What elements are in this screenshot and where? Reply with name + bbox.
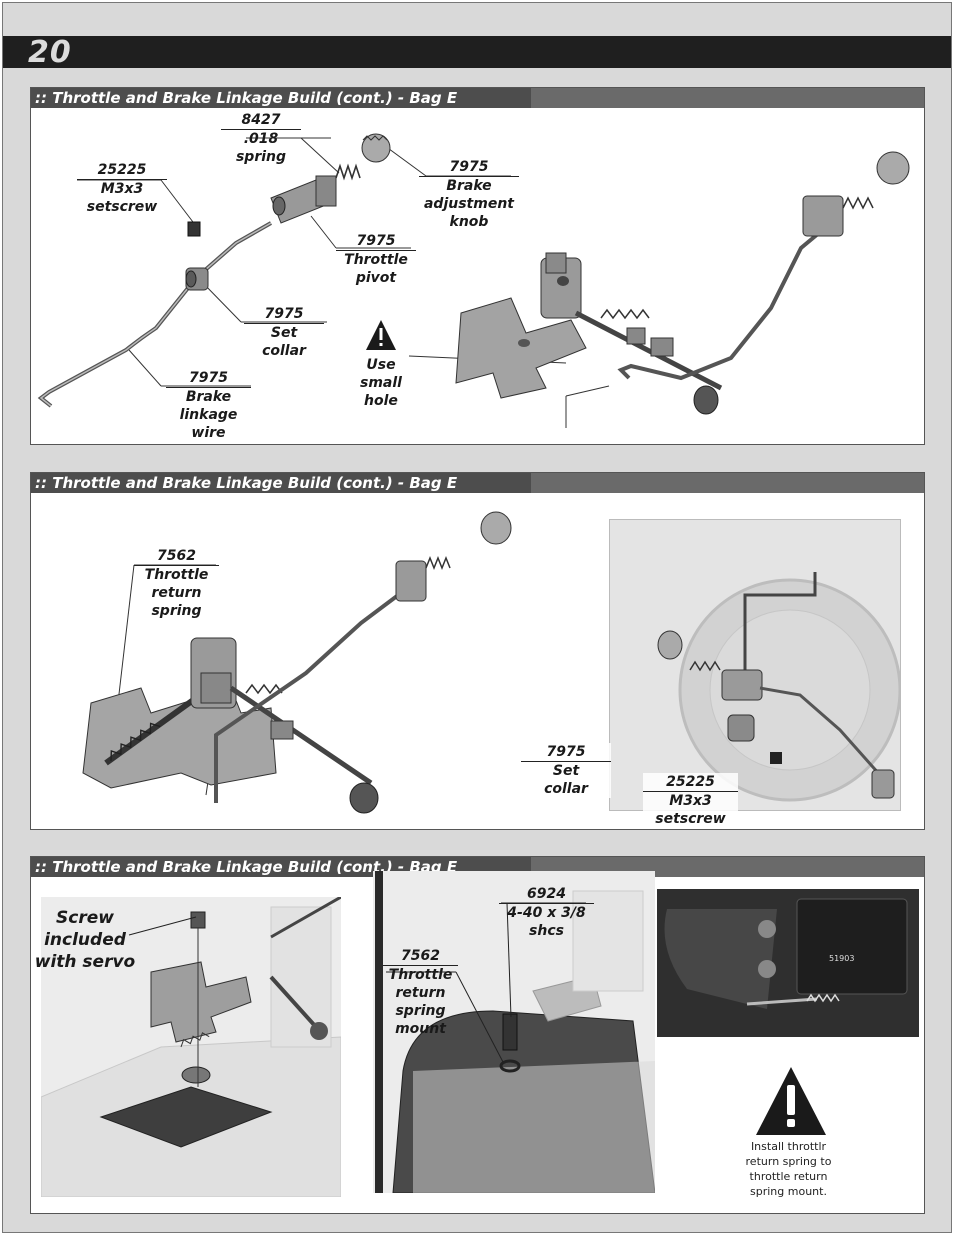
label-set-collar-2: 7975 Set collar — [521, 743, 611, 798]
page-header-bar — [3, 36, 951, 68]
warning-icon — [756, 1067, 826, 1135]
page-number: 20 — [28, 35, 72, 70]
label-shcs: 6924 4-40 x 3/8 shcs — [499, 885, 594, 940]
section-1-title: :: Throttle and Brake Linkage Build (con… — [35, 89, 458, 107]
spring-mount-render — [373, 871, 656, 1194]
install-note: Install throttlr return spring to thrott… — [745, 1140, 832, 1198]
servo-photo: 51903 — [657, 889, 919, 1037]
label-brake-adjustment-knob: 7975 Brake adjustment knob — [419, 158, 519, 231]
label-spring-mount: 7562 Throttle return spring mount — [383, 947, 458, 1038]
section-3-title-bar: :: Throttle and Brake Linkage Build (con… — [31, 857, 924, 877]
section-2-title: :: Throttle and Brake Linkage Build (con… — [35, 474, 458, 492]
servo-brand-text: 51903 — [829, 954, 854, 963]
label-setscrew-2: 25225 M3x3 setscrew — [643, 773, 738, 828]
servo-install-render — [40, 895, 342, 1198]
brake-linkage-exploded-illustration — [37, 133, 910, 428]
label-brake-linkage-wire: 7975 Brake linkage wire — [166, 369, 251, 442]
section-3-title: :: Throttle and Brake Linkage Build (con… — [35, 858, 458, 876]
section-1-panel: :: Throttle and Brake Linkage Build (con… — [30, 87, 925, 445]
label-use-small-hole: Use small hole — [360, 357, 402, 409]
label-spring: 8427 .018 spring — [221, 111, 301, 166]
warning-icon — [366, 320, 396, 350]
label-screw-included: Screw included with servo — [34, 908, 136, 972]
return-spring-illustration — [82, 511, 512, 814]
section-2-title-bar: :: Throttle and Brake Linkage Build (con… — [31, 473, 924, 493]
section-1-title-bar: :: Throttle and Brake Linkage Build (con… — [31, 88, 924, 108]
label-set-collar: 7975 Set collar — [244, 305, 324, 360]
label-throttle-pivot: 7975 Throttle pivot — [336, 232, 416, 287]
chassis-render-image — [609, 519, 902, 811]
label-setscrew: 25225 M3x3 setscrew — [77, 161, 167, 216]
label-throttle-return-spring: 7562 Throttle return spring — [134, 547, 219, 620]
section-3-panel: :: Throttle and Brake Linkage Build (con… — [30, 856, 925, 1214]
section-2-panel: :: Throttle and Brake Linkage Build (con… — [30, 472, 925, 830]
